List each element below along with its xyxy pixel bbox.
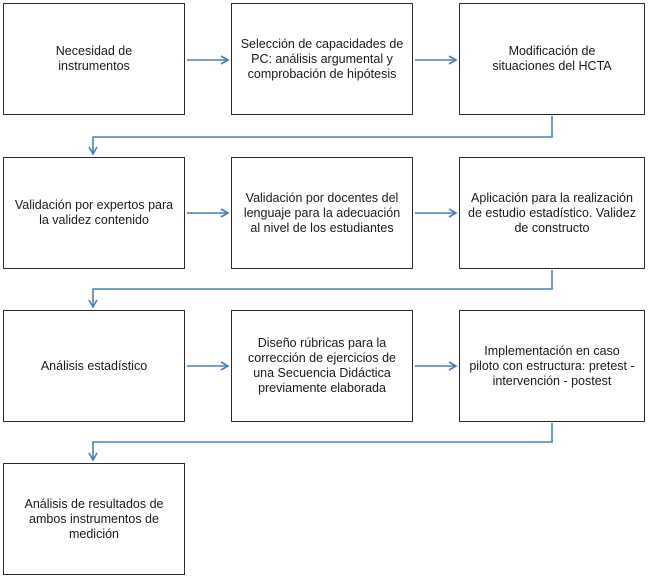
step-label: Implementación en caso piloto con estruc… [469, 343, 635, 388]
step-validacion-docentes: Validación por docentes del lenguaje par… [231, 157, 413, 269]
step-analisis-resultados: Análisis de resultados de ambos instrume… [3, 463, 185, 575]
step-modificacion-situaciones: Modificación de situaciones del HCTA [459, 3, 645, 115]
step-label: Validación por docentes del lenguaje par… [243, 190, 401, 235]
step-label: Modificación de situaciones del HCTA [492, 44, 612, 73]
arrow-s9-s10 [88, 423, 553, 462]
step-label: Necesidad de instrumentos [55, 44, 133, 73]
step-diseno-rubricas: Diseño rúbricas para la corrección de ej… [231, 310, 413, 422]
step-analisis-estadistico: Análisis estadístico [3, 310, 185, 422]
arrow-s3-s4 [88, 116, 553, 156]
step-label: Análisis de resultados de ambos instrume… [24, 496, 164, 541]
step-label: Diseño rúbricas para la corrección de ej… [248, 336, 396, 395]
step-aplicacion-estudio: Aplicación para la realización de estudi… [459, 157, 645, 269]
step-label: Selección de capacidades de PC: análisis… [240, 36, 404, 81]
step-label: Análisis estadístico [40, 358, 148, 373]
step-validacion-expertos: Validación por expertos para la validez … [3, 157, 185, 269]
step-label: Aplicación para la realización de estudi… [468, 190, 636, 235]
arrow-s6-s7 [88, 270, 553, 309]
step-label: Validación por expertos para la validez … [14, 198, 174, 227]
step-implementacion-piloto: Implementación en caso piloto con estruc… [459, 310, 645, 422]
step-necesidad-instrumentos: Necesidad de instrumentos [3, 3, 185, 115]
step-seleccion-capacidades: Selección de capacidades de PC: análisis… [231, 3, 413, 115]
